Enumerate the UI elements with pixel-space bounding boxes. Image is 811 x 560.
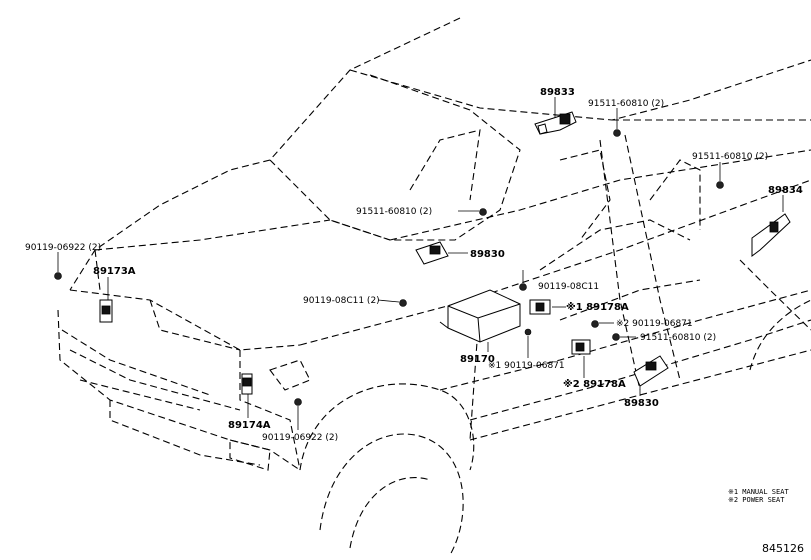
label-91511-b: 91511-60810 (2) [692, 152, 768, 162]
bolts [54, 129, 724, 406]
leader-lines [57, 97, 784, 430]
label-89173A: 89173A [93, 266, 136, 277]
part-89174A [241, 373, 253, 395]
note-manual-seat: ※1 MANUAL SEAT [728, 488, 789, 496]
label-89833: 89833 [540, 87, 575, 98]
label-89178A-1: ※1 89178A [566, 301, 629, 313]
label-90119-06871-2: ※2 90119-06871 [616, 319, 693, 329]
label-90119-06922-a: 90119-06922 (2) [25, 243, 101, 253]
label-89174A: 89174A [228, 420, 271, 431]
label-91511-c: 91511-60810 (2) [356, 207, 432, 217]
part-89178A-1 [529, 299, 551, 315]
label-89178A-2: ※2 89178A [563, 378, 626, 390]
label-89830-top: 89830 [470, 249, 505, 260]
reference-number: 845126 [762, 542, 804, 555]
label-91511-a: 91511-60810 (2) [588, 99, 664, 109]
part-89830-bottom [633, 355, 669, 387]
label-89830-bottom: 89830 [624, 398, 659, 409]
vehicle-outline [57, 17, 811, 556]
label-89170: 89170 [460, 354, 495, 365]
label-90119-08C11-a: 90119-08C11 (2) [303, 296, 380, 306]
part-89173A [99, 299, 113, 323]
part-89170 [439, 289, 521, 343]
label-90119-06922-b: 90119-06922 (2) [262, 433, 338, 443]
part-89830-top [415, 241, 449, 265]
part-89178A-2 [571, 339, 591, 355]
labels: 89833 91511-60810 (2) 91511-60810 (2) 89… [25, 87, 803, 443]
label-90119-08C11-b: 90119-08C11 [538, 282, 599, 292]
legend-notes: ※1 MANUAL SEAT ※2 POWER SEAT [728, 488, 789, 504]
note-power-seat: ※2 POWER SEAT [728, 496, 785, 504]
label-91511-d: 91511-60810 (2) [640, 333, 716, 343]
part-89833 [534, 111, 577, 135]
part-89834 [751, 213, 791, 257]
label-90119-06871-1: ※1 90119-06871 [488, 361, 565, 371]
label-89834: 89834 [768, 185, 803, 196]
